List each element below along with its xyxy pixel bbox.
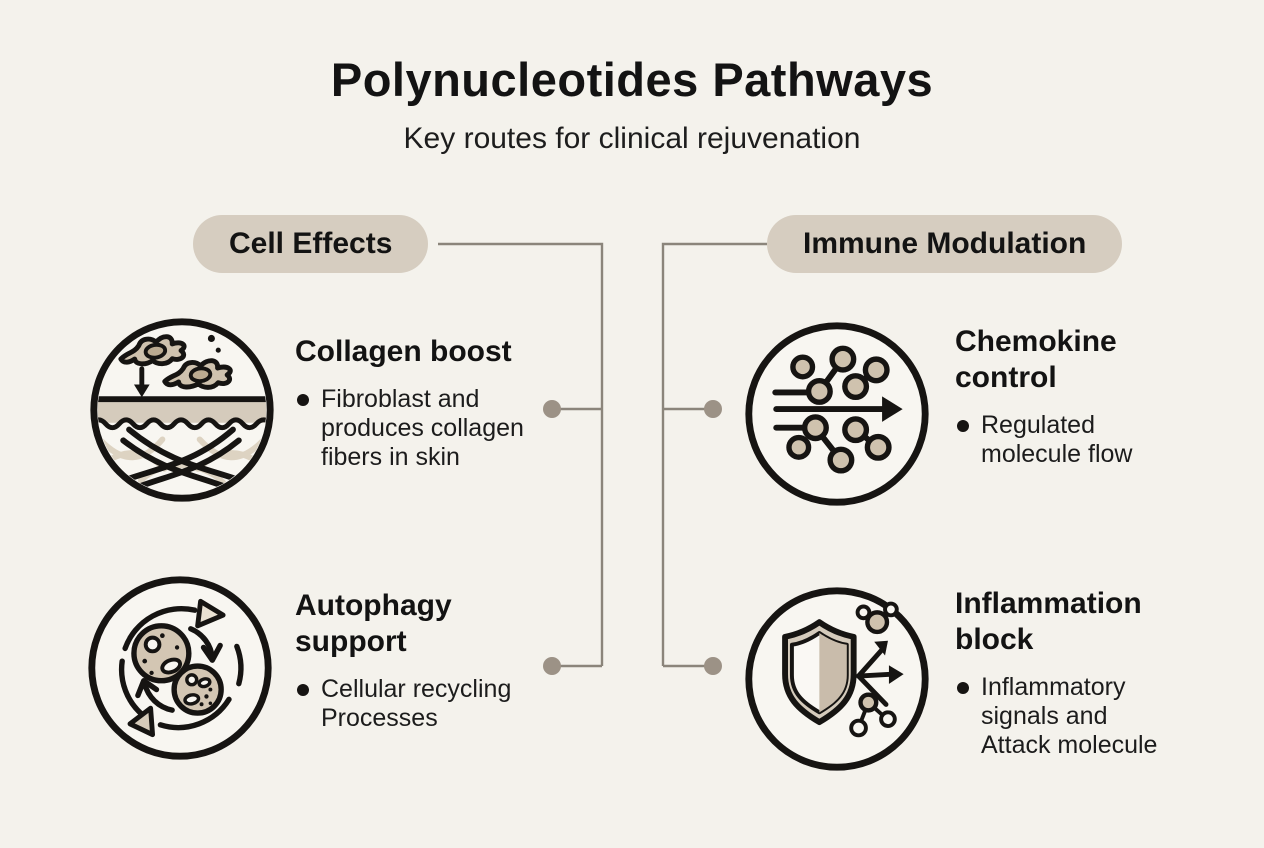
autophagy-recycle-icon bbox=[88, 576, 272, 760]
section-header-label: Cell Effects bbox=[229, 227, 393, 260]
section-header-cell-effects: Cell Effects bbox=[193, 215, 429, 273]
bullet-text: Inflammatory signals and Attack molecule bbox=[981, 673, 1158, 759]
bullet-dot bbox=[957, 682, 969, 694]
page-title: Polynucleotides Pathways bbox=[330, 53, 934, 106]
item-collagen-boost: Collagen boost Fibroblast and produces c… bbox=[295, 334, 575, 472]
fibroblast-skin-icon bbox=[90, 318, 274, 502]
section-header-immune-modulation: Immune Modulation bbox=[767, 215, 1123, 273]
item-chemokine-control: Chemokine control Regulated molecule flo… bbox=[955, 324, 1235, 469]
item-heading: Collagen boost bbox=[295, 335, 512, 368]
item-inflammation-block: Inflammation block Inflammatory signals … bbox=[955, 586, 1235, 760]
chemokine-flow-icon bbox=[745, 322, 929, 506]
bullet-text: Regulated molecule flow bbox=[981, 411, 1133, 468]
bullet-text: Fibroblast and produces collagen fibers … bbox=[321, 385, 524, 471]
item-heading: Chemokine control bbox=[955, 325, 1117, 394]
bullet-dot bbox=[957, 420, 969, 432]
bullet-row: Cellular recycling Processes bbox=[295, 675, 575, 733]
bullet-row: Inflammatory signals and Attack molecule bbox=[955, 673, 1235, 760]
item-heading: Autophagy support bbox=[295, 589, 452, 658]
bullet-dot bbox=[297, 684, 309, 696]
item-heading: Inflammation block bbox=[955, 587, 1142, 656]
section-header-label: Immune Modulation bbox=[803, 227, 1087, 260]
bullet-row: Fibroblast and produces collagen fibers … bbox=[295, 385, 575, 472]
page-subtitle: Key routes for clinical rejuvenation bbox=[403, 122, 861, 155]
bullet-dot bbox=[297, 394, 309, 406]
inflammation-shield-icon bbox=[745, 587, 929, 771]
bullet-text: Cellular recycling Processes bbox=[321, 675, 512, 732]
item-autophagy-support: Autophagy support Cellular recycling Pro… bbox=[295, 588, 575, 733]
bullet-row: Regulated molecule flow bbox=[955, 411, 1235, 469]
